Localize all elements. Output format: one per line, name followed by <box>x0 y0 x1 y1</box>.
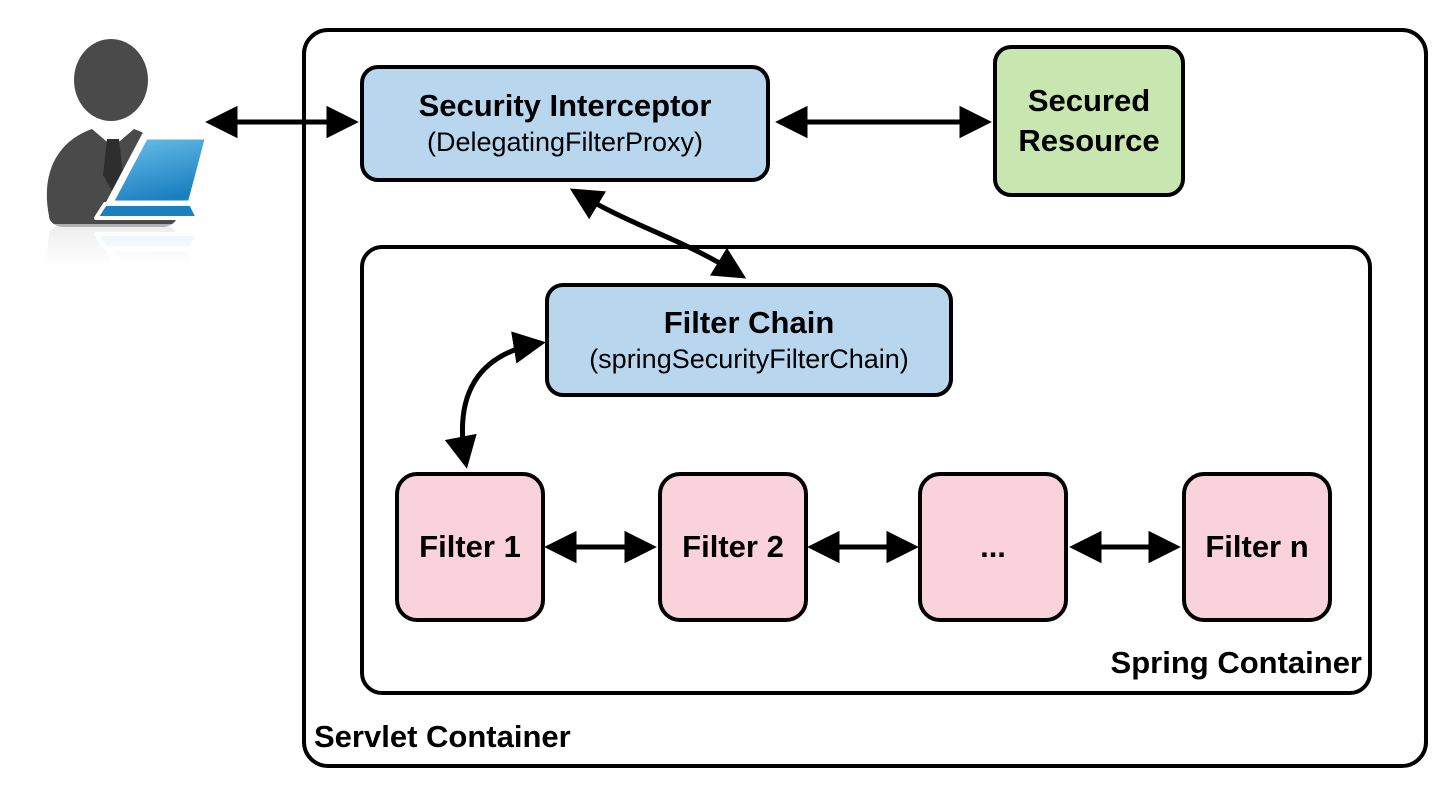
security-interceptor-box: Security Interceptor (DelegatingFilterPr… <box>360 65 770 182</box>
user-with-laptop-icon <box>12 39 217 265</box>
filter-chain-subtitle: (springSecurityFilterChain) <box>589 343 909 374</box>
filter-1-label: Filter 1 <box>419 528 521 564</box>
filter-n-box: Filter n <box>1182 472 1332 622</box>
filter-ellipsis-label: ... <box>980 528 1006 564</box>
filter-ellipsis-box: ... <box>918 472 1068 622</box>
spring-container-box <box>360 245 1372 695</box>
security-interceptor-subtitle: (DelegatingFilterProxy) <box>426 127 704 157</box>
secured-resource-box: Secured Resource <box>993 45 1185 197</box>
filter-n-label: Filter n <box>1205 528 1309 564</box>
servlet-container-label: Servlet Container <box>314 719 571 754</box>
filter-2-label: Filter 2 <box>682 528 784 564</box>
filter-chain-title: Filter Chain <box>663 304 835 340</box>
filter-1-box: Filter 1 <box>395 472 545 622</box>
security-interceptor-title: Security Interceptor <box>418 88 712 124</box>
filter-2-box: Filter 2 <box>658 472 808 622</box>
filter-chain-box: Filter Chain (springSecurityFilterChain) <box>545 283 953 397</box>
servlet-container-box <box>302 28 1428 768</box>
spring-container-label: Spring Container <box>1110 645 1362 680</box>
secured-resource-title: Secured Resource <box>1018 82 1160 158</box>
